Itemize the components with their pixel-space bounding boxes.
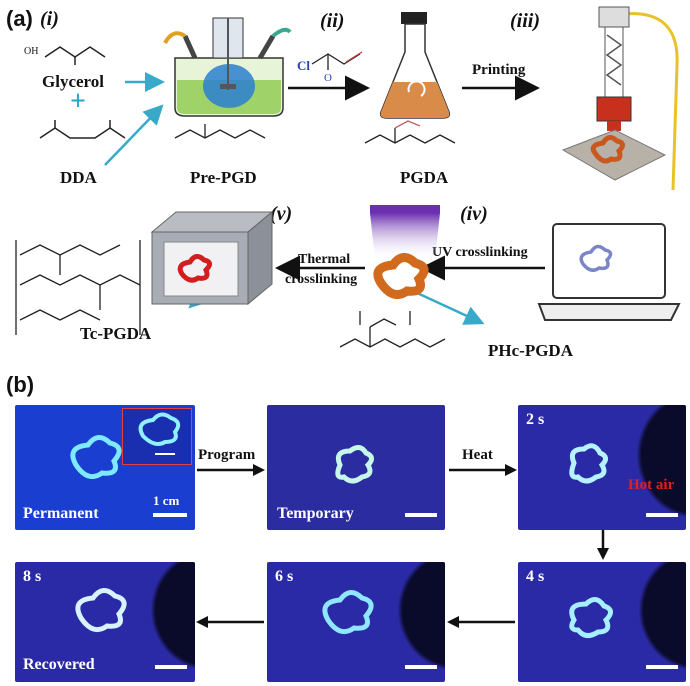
glycerol-structure [44, 46, 106, 65]
inset-shape [138, 412, 181, 446]
reactor-flask-icon [163, 17, 292, 117]
laptop-icon [537, 223, 681, 321]
pgda-label: PGDA [400, 168, 449, 187]
photo-caption-permanent: Permanent [23, 505, 99, 522]
acryloyl-chloride-structure [311, 51, 363, 70]
chem-o-acryl: O [324, 72, 332, 84]
step-i-label: (i) [40, 8, 59, 30]
scalebar [153, 513, 187, 517]
heat-arrow [449, 464, 517, 476]
sample-shape [569, 597, 613, 638]
nozzle-shadow [626, 405, 686, 530]
photo-caption-recovered: Recovered [23, 656, 95, 673]
phc-pgda-label: PHc-PGDA [488, 341, 573, 360]
photo-time-2s: 2 s [526, 411, 545, 428]
pre-pgd-label: Pre-PGD [190, 168, 257, 187]
scalebar [646, 665, 678, 669]
inset-box [122, 408, 192, 465]
nozzle-shadow [140, 562, 195, 682]
program-label: Program [198, 447, 256, 463]
pre-pgd-structure [174, 124, 266, 139]
photo-permanent: Permanent 1 cm [15, 405, 195, 530]
nozzle-shadow [628, 562, 686, 682]
3d-printer-icon [561, 6, 679, 191]
left-arrow-1 [447, 616, 515, 628]
chem-cl: Cl [297, 58, 310, 73]
reactant-arrows [104, 72, 545, 325]
step-v-label: (v) [270, 203, 293, 225]
down-arrow [597, 530, 609, 560]
hot-air-label: Hot air [628, 477, 675, 493]
photo-2s: 2 s Hot air [518, 405, 686, 530]
oven-icon [150, 210, 274, 306]
panel-a-label: (a) [6, 6, 33, 31]
scale-label: 1 cm [153, 493, 180, 508]
photo-temporary: Temporary [267, 405, 445, 530]
plus-sign: + [70, 86, 86, 117]
pgda-structure [364, 120, 456, 144]
inset-scalebar [155, 453, 175, 455]
step-iii-label: (iii) [510, 10, 540, 32]
printed-ring-icon [373, 253, 429, 300]
sample-shape [569, 443, 608, 484]
uv-lamp-icon [370, 205, 440, 260]
dda-structure [39, 120, 126, 139]
heat-label: Heat [462, 447, 493, 463]
photo-4s: 4 s [518, 562, 686, 682]
uv-crosslinking-label: UV crosslinking [432, 245, 528, 260]
program-arrow [197, 464, 265, 476]
photo-8s: 8 s Recovered [15, 562, 195, 682]
left-arrow-2 [196, 616, 264, 628]
sample-shape [70, 435, 122, 480]
glycerol-label: Glycerol [42, 72, 104, 91]
scalebar [155, 665, 187, 669]
phc-pgda-structure [339, 311, 446, 348]
photo-time-6s: 6 s [275, 568, 294, 585]
photo-6s: 6 s [267, 562, 445, 682]
nozzle-shadow [387, 562, 445, 682]
dda-label: DDA [60, 168, 97, 187]
panel-b-label: (b) [6, 372, 35, 397]
thermal-label: Thermal [298, 252, 351, 267]
photo-caption-temporary: Temporary [277, 505, 354, 522]
crosslinking-label: crosslinking [285, 272, 358, 287]
scalebar [646, 513, 678, 517]
sample-shape [75, 588, 127, 633]
tc-pgda-structure [15, 240, 141, 335]
printing-label: Printing [472, 62, 526, 78]
erlenmeyer-flask-icon [379, 12, 451, 119]
photo-time-8s: 8 s [23, 568, 42, 585]
tc-pgda-label: Tc-PGDA [80, 324, 152, 343]
sample-shape [322, 590, 374, 635]
sample-shape [335, 445, 374, 484]
step-ii-label: (ii) [320, 10, 345, 32]
scalebar [405, 665, 437, 669]
step-iv-label: (iv) [460, 203, 488, 225]
chem-oh-glycerol: OH [24, 46, 39, 57]
photo-time-4s: 4 s [526, 568, 545, 585]
scalebar [405, 513, 437, 517]
